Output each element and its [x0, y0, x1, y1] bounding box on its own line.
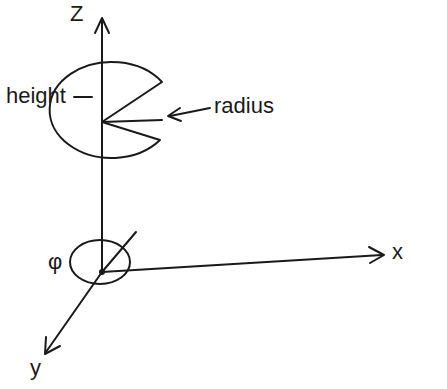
angle-line — [102, 232, 136, 272]
dimension-label: radius — [214, 94, 274, 118]
x-axis — [102, 255, 382, 272]
y-arrowhead — [45, 337, 60, 354]
angle-label: φ — [48, 250, 62, 274]
cylinder-sector — [50, 62, 162, 158]
radius-leader-head — [168, 108, 181, 121]
axis-label: y — [30, 356, 41, 380]
radius-leader — [170, 108, 210, 116]
z-axis — [101, 20, 103, 272]
origin-dot — [100, 270, 104, 274]
axis-label: x — [392, 240, 403, 264]
height-dotted-line — [101, 124, 103, 240]
angle-ellipse — [70, 240, 130, 284]
axis-label: Z — [70, 2, 83, 26]
radius-line — [102, 120, 162, 122]
height-tick — [74, 96, 92, 98]
z-arrowhead — [95, 18, 109, 33]
x-arrowhead — [369, 247, 384, 263]
dimension-label: height — [6, 84, 66, 108]
